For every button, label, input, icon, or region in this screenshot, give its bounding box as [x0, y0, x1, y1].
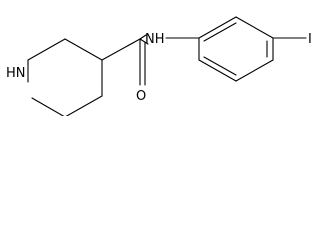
bond-carbonyl-nh-main: [139, 34, 147, 40]
bond-ar-inner-3: [203, 56, 237, 76]
benzene-ring: [198, 16, 307, 82]
bond-ring-c6-n: [31, 97, 65, 116]
bond-ring-c3-c4: [64, 38, 103, 61]
atom-label-carbonyl-o: O: [136, 89, 146, 104]
carboxamide-group: [101, 34, 200, 86]
bond-ar-c2-c3: [235, 16, 274, 39]
bond-carbonyl-nh: [139, 38, 149, 45]
bond-ring-c2-c3: [27, 38, 66, 61]
piperidine-ring: [27, 38, 103, 116]
molecule-structure: HN NH O I: [6, 16, 312, 116]
bond-c4-carbonyl: [101, 38, 141, 61]
bond-ar-c5-c6: [198, 59, 237, 82]
bond-ar-c1-c2: [198, 16, 237, 39]
atom-label-iodine: I: [308, 32, 312, 47]
atom-label-amide-nh: NH: [145, 32, 165, 47]
bond-ar-c4-c5: [235, 59, 274, 82]
bond-ar-inner-1: [203, 22, 237, 42]
atom-label-piperidine-nh: HN: [6, 66, 26, 81]
bond-ring-c5-c6: [65, 95, 103, 116]
